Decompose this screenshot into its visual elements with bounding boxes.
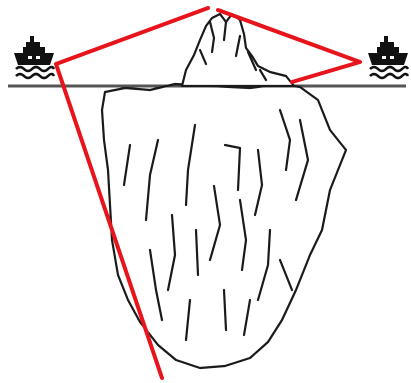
iceberg-underwater — [102, 84, 346, 368]
ship-icon — [14, 36, 54, 78]
iceberg-tip — [182, 14, 294, 86]
ship-icon — [368, 36, 408, 78]
left-sight-line — [56, 8, 208, 378]
